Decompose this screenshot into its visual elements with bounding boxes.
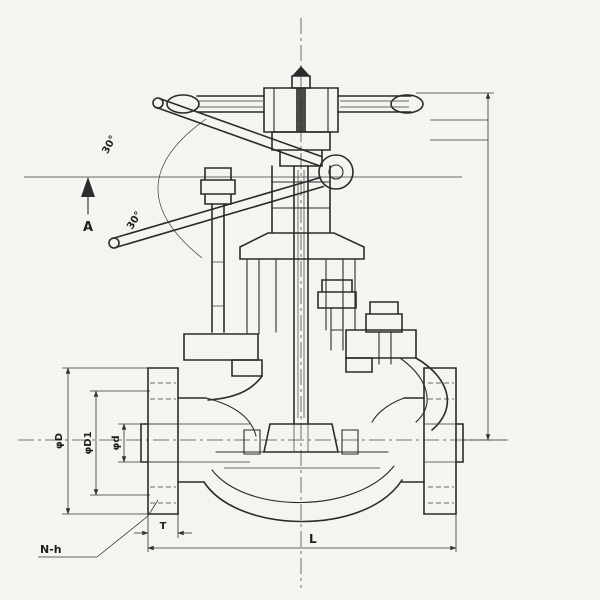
dim-label-bolt-circle: φD1: [83, 431, 94, 454]
centerlines: [18, 18, 508, 588]
dim-label-bolt-holes: N-h: [40, 543, 62, 556]
dim-label-flange-thickness: T: [160, 521, 167, 532]
impact-lever: [108, 97, 354, 249]
yoke-and-gland: [239, 165, 365, 335]
bonnet: [183, 329, 449, 431]
view-direction-arrow: A: [81, 177, 95, 235]
dim-label-flange-od: φD: [54, 433, 65, 449]
gland-bolt-left: [200, 167, 236, 333]
view-label: A: [83, 220, 93, 235]
dim-label-face-to-face: L: [309, 532, 317, 546]
angle-label-upper: 30°: [100, 134, 119, 156]
dimension-lines: φD φD1 φd T L N-h: [38, 92, 506, 558]
valve-stem: [293, 165, 309, 425]
valve-body: [140, 367, 464, 523]
angle-label-lower: 30°: [125, 210, 144, 232]
bonnet-bolts-right: [317, 279, 403, 365]
dim-label-bore: φd: [111, 436, 122, 451]
handwheel: [166, 66, 424, 167]
